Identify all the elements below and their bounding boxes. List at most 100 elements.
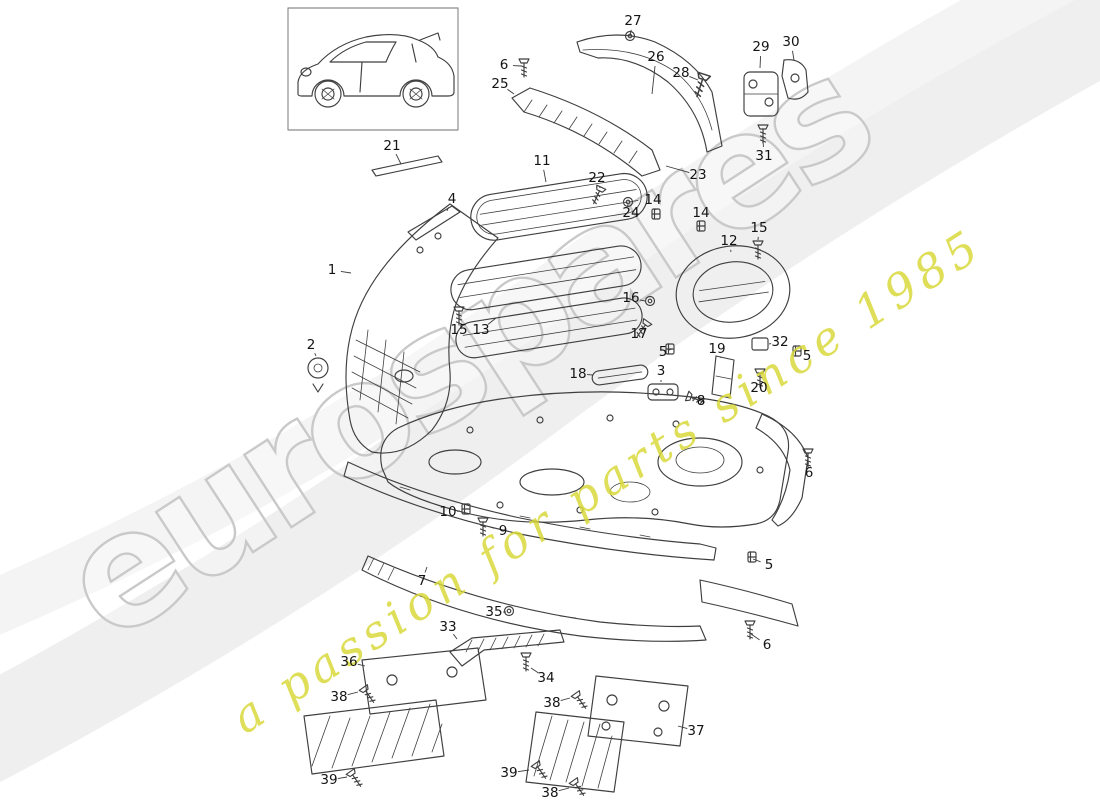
callout-leader-line: [689, 76, 699, 81]
callout-leader-line: [347, 691, 359, 696]
intake-ring-12: [675, 245, 791, 339]
callout-leader-line: [517, 769, 530, 773]
lower-splitter: [361, 555, 707, 642]
callout-leader-line: [340, 270, 352, 274]
bumper-cover-1: [345, 203, 499, 454]
callout-leader-line: [677, 725, 688, 730]
part-callout-11: 11: [533, 153, 550, 169]
callout-leader-line: [558, 787, 570, 792]
part-callout-6: 6: [763, 637, 772, 653]
callout-leader-line: [627, 204, 629, 207]
callout-leader-line: [395, 153, 402, 165]
callout-leader-line: [665, 165, 690, 173]
callout-leader-line: [357, 663, 366, 667]
part-callout-15: 15: [450, 322, 467, 338]
part-callout-35: 35: [485, 604, 502, 620]
callout-leader-line: [543, 169, 547, 183]
part-callout-3: 3: [657, 363, 666, 379]
part-callout-24: 24: [622, 205, 639, 221]
part-callout-19: 19: [708, 341, 725, 357]
bracket-3: [647, 383, 679, 401]
part-callout-2: 2: [307, 337, 316, 353]
bracket-32: [751, 337, 769, 351]
part-callout-5: 5: [659, 344, 668, 360]
part-callout-10: 10: [439, 504, 456, 520]
callout-leader-line: [507, 88, 515, 95]
part-callout-38: 38: [543, 695, 560, 711]
part-callout-16: 16: [622, 290, 639, 306]
part-callout-1: 1: [328, 262, 337, 278]
bracket-33: [449, 629, 565, 667]
license-bracket-left-36: [303, 647, 487, 775]
part-callout-39: 39: [500, 765, 517, 781]
part-callout-14: 14: [692, 205, 709, 221]
trim-strip-21: [371, 155, 443, 177]
callout-leader-line: [629, 29, 632, 37]
callout-leader-line: [487, 317, 497, 325]
lower-grille-13b: [455, 297, 643, 359]
part-callout-4: 4: [448, 191, 457, 207]
screw-39b: [530, 760, 551, 782]
part-callout-6: 6: [500, 57, 509, 73]
diagram-artwork: [287, 7, 814, 799]
callout-leader-line: [337, 776, 348, 779]
bumper-front-face: [380, 391, 809, 528]
part-callout-36: 36: [340, 654, 357, 670]
callout-leader-line: [759, 55, 762, 69]
callout-leader-line: [489, 526, 495, 529]
cowl-louver-panel: [511, 87, 661, 177]
mount-bracket-30: [781, 59, 809, 100]
callout-leader-line: [668, 348, 672, 351]
side-skirt-right: [699, 579, 799, 627]
callout-leader-line: [424, 566, 428, 573]
part-callout-15: 15: [750, 220, 767, 236]
screw-6-top: [518, 58, 530, 78]
part-callout-31: 31: [755, 148, 772, 164]
part-callout-20: 20: [750, 380, 767, 396]
part-callout-17: 17: [630, 326, 647, 342]
center-grille-11: [470, 172, 648, 241]
screw-38b: [570, 690, 591, 712]
part-callout-32: 32: [771, 334, 788, 350]
part-callout-33: 33: [439, 619, 456, 635]
callout-leader-line: [453, 633, 458, 640]
part-callout-7: 7: [418, 573, 427, 589]
callout-leader-line: [750, 633, 760, 641]
watermark-swoosh: [0, 0, 1100, 783]
part-callout-23: 23: [689, 167, 706, 183]
clip-5c: [747, 551, 757, 563]
screw-39a: [345, 768, 366, 790]
part-callout-27: 27: [624, 13, 641, 29]
part-callout-34: 34: [537, 670, 554, 686]
screw-34: [520, 652, 532, 672]
part-callout-39: 39: [320, 772, 337, 788]
tow-eye-cover-2: [307, 357, 329, 393]
callout-leader-line: [639, 299, 646, 302]
part-callout-30: 30: [782, 34, 799, 50]
part-callout-9: 9: [499, 523, 508, 539]
callout-leader-line: [752, 558, 761, 563]
mount-bracket-29: [743, 71, 779, 117]
part-callout-38: 38: [330, 689, 347, 705]
part-callout-5: 5: [803, 348, 812, 364]
part-callout-13: 13: [472, 322, 489, 338]
part-callout-8: 8: [697, 393, 706, 409]
nut-35: [503, 605, 515, 617]
part-callout-25: 25: [491, 76, 508, 92]
callout-leader-line: [446, 207, 449, 212]
part-callout-22: 22: [588, 170, 605, 186]
part-callout-28: 28: [672, 65, 689, 81]
part-callout-14: 14: [644, 192, 661, 208]
callout-leader-line: [651, 65, 656, 95]
vent-strip-18: [591, 364, 649, 386]
screw-6-lower: [744, 620, 756, 640]
car-thumbnail: [287, 7, 459, 131]
part-callout-18: 18: [569, 366, 586, 382]
callout-leader-line: [314, 353, 317, 357]
callout-leader-line: [792, 50, 795, 61]
callout-leader-line: [560, 697, 571, 702]
part-callout-29: 29: [752, 39, 769, 55]
part-callout-12: 12: [720, 233, 737, 249]
